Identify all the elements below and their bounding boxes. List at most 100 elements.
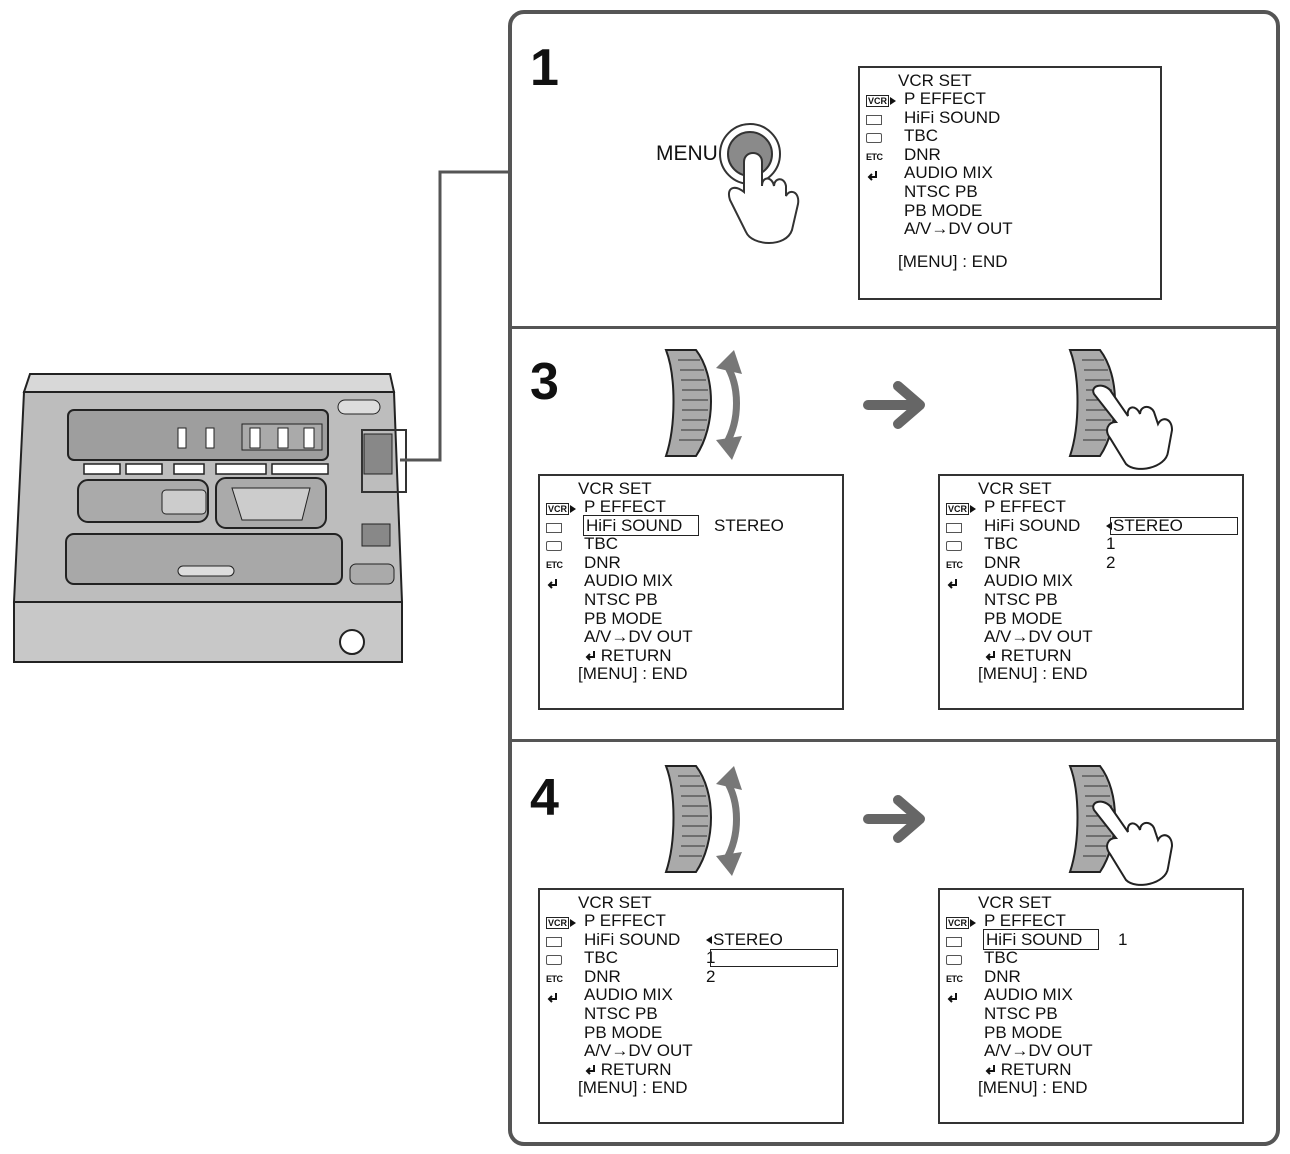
menu-item-label: A/V→DV OUT (984, 627, 1093, 647)
menu-item[interactable]: HiFi SOUND (582, 514, 700, 536)
menu-item-label: TBC (904, 126, 938, 146)
menu-item-label: PB MODE (584, 608, 663, 628)
menu-item[interactable]: P EFFECT (984, 911, 1098, 931)
menu-item[interactable]: P EFFECT (584, 911, 693, 931)
menu-item[interactable]: HiFi SOUND (982, 928, 1100, 950)
menu-item-label: NTSC PB (984, 589, 1058, 609)
menu-item[interactable]: AUDIO MIX (584, 986, 693, 1005)
menu-item-return[interactable]: RETURN (584, 645, 698, 666)
jog-dial-press-icon-step4[interactable] (1064, 762, 1184, 892)
menu-item[interactable]: PB MODE (984, 609, 1093, 629)
menu-item[interactable]: A/V→DV OUT (984, 627, 1093, 647)
menu-item-label: A/V→DV OUT (904, 219, 1013, 239)
camera-icon (946, 951, 972, 970)
menu-item[interactable]: A/V→DV OUT (984, 1041, 1098, 1061)
menu-item[interactable]: DNR (584, 553, 698, 573)
option-highlight-box (710, 949, 838, 968)
hifi-sound-value: 1 (1118, 929, 1128, 949)
menu-item[interactable]: NTSC PB (984, 589, 1093, 610)
option-highlight-box (1110, 516, 1238, 535)
hifi-option[interactable]: 2 (706, 967, 715, 987)
menu-item[interactable]: PB MODE (904, 201, 1013, 221)
return-icon (946, 574, 972, 593)
menu-item[interactable]: DNR (984, 967, 1098, 987)
hifi-option[interactable]: 1 (1106, 534, 1115, 554)
menu-item[interactable]: PB MODE (584, 608, 698, 629)
menu-item[interactable]: NTSC PB (904, 182, 1013, 202)
jog-dial-turn-icon-step4[interactable] (660, 762, 770, 882)
menu-item[interactable]: HiFi SOUND (584, 929, 693, 950)
menu-item[interactable]: TBC (584, 948, 693, 968)
menu-item[interactable]: DNR (984, 553, 1093, 573)
menu-item[interactable]: P EFFECT (584, 497, 698, 517)
menu-item-label: A/V→DV OUT (584, 627, 693, 647)
menu-item[interactable]: TBC (584, 534, 698, 554)
menu-item[interactable]: DNR (904, 145, 1013, 165)
hifi-option-label: STEREO (1113, 515, 1183, 535)
menu-item[interactable]: HiFi SOUND (984, 515, 1093, 536)
tape-icon (546, 519, 572, 538)
menu-item[interactable]: NTSC PB (584, 1004, 693, 1024)
menu-item-label: HiFi SOUND (984, 515, 1081, 535)
menu-item[interactable]: A/V→DV OUT (584, 1041, 693, 1061)
menu-item[interactable]: AUDIO MIX (984, 986, 1098, 1005)
vcr-device-illustration (10, 370, 410, 670)
menu-item[interactable]: AUDIO MIX (904, 164, 1013, 183)
return-icon (546, 574, 572, 593)
menu-item[interactable]: A/V→DV OUT (584, 627, 698, 647)
menu-item[interactable]: PB MODE (584, 1023, 693, 1043)
menu-item-label: AUDIO MIX (984, 985, 1073, 1005)
menu-button-label: MENU (656, 142, 718, 165)
menu-end-hint: [MENU] : END (978, 664, 1088, 684)
menu-button-press-icon[interactable] (716, 122, 816, 262)
menu-item[interactable]: TBC (984, 534, 1093, 554)
hifi-option[interactable]: STEREO (706, 930, 783, 950)
menu-item-label: P EFFECT (584, 911, 666, 930)
menu-item[interactable]: NTSC PB (984, 1004, 1098, 1024)
divider-step1-step3 (512, 326, 1276, 329)
menu-item[interactable]: AUDIO MIX (584, 572, 698, 591)
tape-icon (946, 519, 972, 538)
menu-item-label: A/V→DV OUT (984, 1041, 1093, 1061)
menu-item-label: AUDIO MIX (584, 571, 673, 591)
menu-item[interactable]: AUDIO MIX (984, 572, 1093, 591)
menu-item[interactable]: DNR (584, 967, 693, 987)
menu-item-label: A/V→DV OUT (584, 1041, 693, 1061)
menu-item-label: NTSC PB (584, 589, 658, 609)
menu-item[interactable]: PB MODE (984, 1023, 1098, 1043)
menu-item[interactable]: NTSC PB (584, 589, 698, 610)
camera-icon (866, 129, 892, 148)
menu-item-label: TBC (584, 948, 618, 968)
menu-title: VCR SET (978, 893, 1052, 912)
menu-item[interactable]: P EFFECT (904, 89, 1013, 109)
menu-item-return[interactable]: RETURN (984, 646, 1093, 666)
menu-item[interactable]: HiFi SOUND (904, 108, 1013, 128)
hifi-option[interactable]: STEREO (1106, 515, 1183, 536)
menu-end-hint: [MENU] : END (898, 251, 1008, 271)
menu-item-return[interactable]: RETURN (984, 1060, 1098, 1080)
menu-end-hint: [MENU] : END (578, 1078, 688, 1098)
menu-item-label: AUDIO MIX (584, 985, 673, 1005)
menu-item[interactable]: P EFFECT (984, 497, 1093, 517)
return-label: RETURN (600, 645, 672, 665)
menu-item-label: HiFi SOUND (584, 929, 681, 949)
vcr-icon: VCR (946, 500, 977, 519)
menu-item[interactable]: A/V→DV OUT (904, 219, 1013, 239)
menu-item[interactable]: TBC (904, 126, 1013, 146)
right-arrow-icon-step4 (863, 795, 925, 843)
hifi-option[interactable]: 2 (1106, 553, 1115, 573)
menu-item-return[interactable]: RETURN (584, 1060, 693, 1080)
menu-item[interactable]: TBC (984, 948, 1098, 968)
jog-dial-turn-icon-step3[interactable] (660, 346, 770, 466)
etc-icon: ETC (946, 973, 963, 984)
jog-dial-press-icon-step3[interactable] (1064, 346, 1184, 476)
